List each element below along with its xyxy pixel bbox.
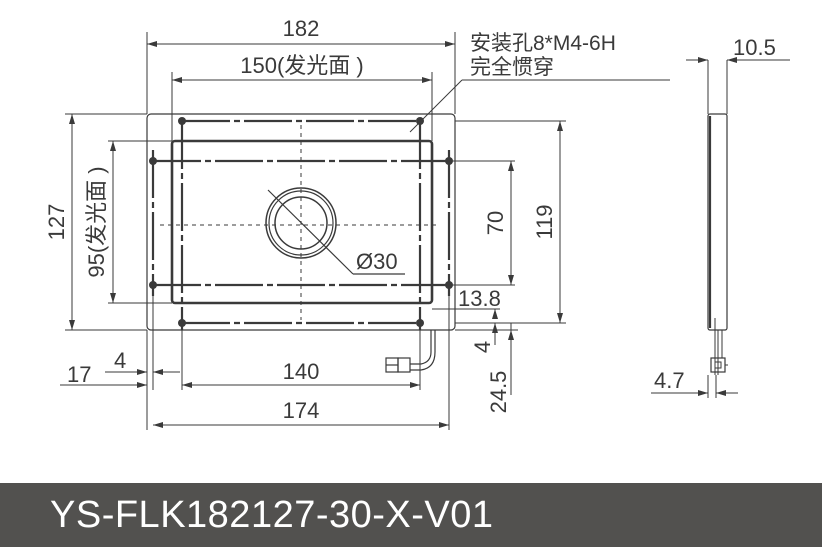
dim-182: 182 [283,16,320,41]
note-mount-holes-1: 安装孔8*M4-6H [470,32,616,55]
dim-119: 119 [532,204,557,239]
model-banner: YS-FLK182127-30-X-V01 [0,483,822,547]
cable-connector [385,330,436,373]
dim-140: 140 [283,359,320,384]
technical-drawing: 182 150(发光面 ) 安装孔8*M4-6H 完全惯穿 127 95(发光面… [44,16,790,430]
outer-plate-outline [146,113,456,331]
dim-4-7: 4.7 [654,368,685,393]
dim-127: 127 [44,204,69,241]
dim-17: 17 [67,362,91,387]
dim-174: 174 [283,398,320,423]
dim-diameter-30: Ø30 [356,249,398,274]
dim-13-8: 13.8 [458,286,501,311]
dim-24-5: 24.5 [486,371,511,414]
dim-10-5: 10.5 [733,35,776,60]
side-view [651,57,790,398]
dim-150-emitting: 150(发光面 ) [240,53,363,78]
dim-70: 70 [483,211,508,235]
center-hole-outer [265,187,337,259]
dim-95-emitting: 95(发光面 ) [84,166,109,277]
note-mount-holes-2: 完全惯穿 [470,56,554,79]
front-view [146,113,456,373]
dim-4-horizontal: 4 [114,348,126,373]
center-hole-inner [274,196,328,250]
model-number: YS-FLK182127-30-X-V01 [50,494,494,536]
dim-4-vertical: 4 [470,341,495,353]
emitting-panel-outline [170,139,434,305]
